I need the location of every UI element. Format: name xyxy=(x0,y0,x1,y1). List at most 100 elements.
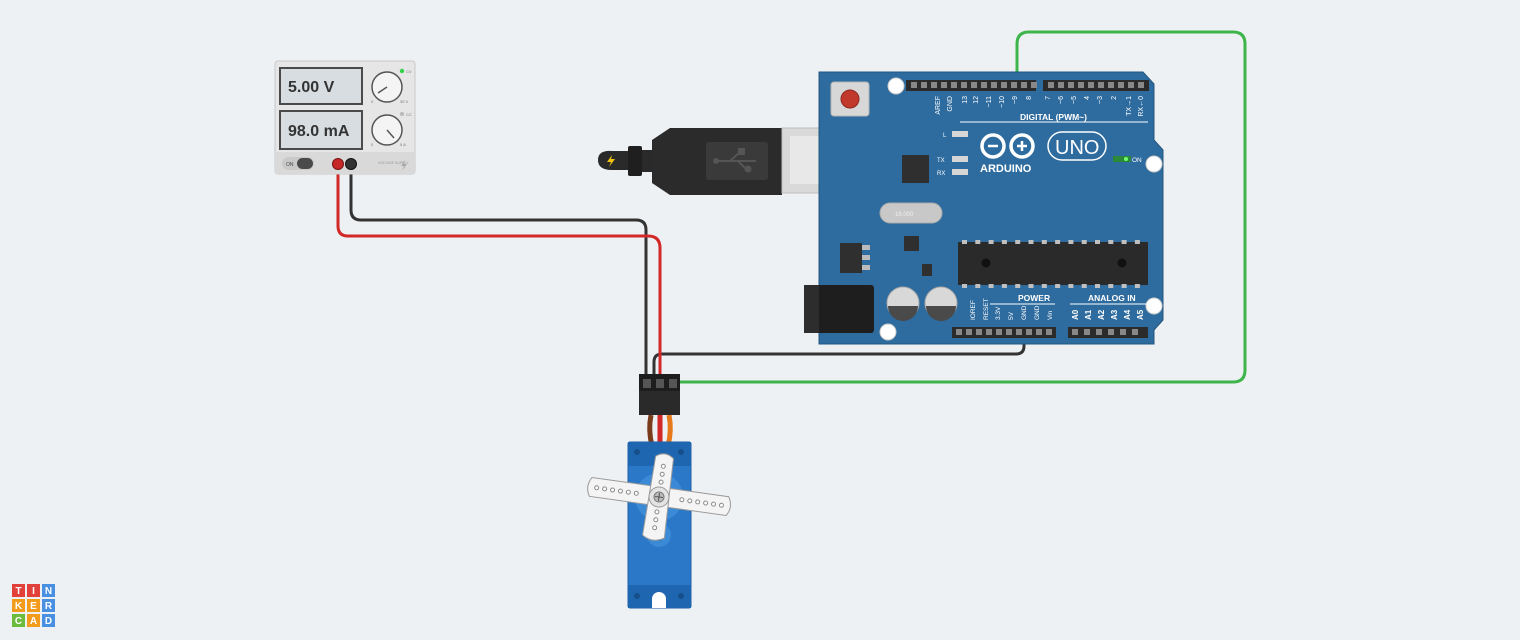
horn-hole xyxy=(610,487,616,493)
dc-power-jack[interactable] xyxy=(804,285,874,333)
header-pin[interactable] xyxy=(966,329,972,335)
analog-pin-label: A4 xyxy=(1123,309,1132,320)
header-pin[interactable] xyxy=(996,329,1002,335)
header-pin[interactable] xyxy=(1078,82,1084,88)
chip-pin xyxy=(1134,240,1140,244)
header-pin[interactable] xyxy=(951,82,957,88)
servo-motor[interactable] xyxy=(582,374,737,609)
horn-hole xyxy=(658,479,664,485)
header-pin[interactable] xyxy=(1031,82,1037,88)
header-pin[interactable] xyxy=(1108,82,1114,88)
header-pin[interactable] xyxy=(1058,82,1064,88)
header-pin[interactable] xyxy=(1021,82,1027,88)
header-pin[interactable] xyxy=(1048,82,1054,88)
header-pin[interactable] xyxy=(1096,329,1102,335)
led-label-rx: RX xyxy=(937,171,945,177)
digital-pin-label: AREF xyxy=(935,96,942,115)
header-pin[interactable] xyxy=(1046,329,1052,335)
wire-green-signal[interactable] xyxy=(672,30,1247,384)
header-pin[interactable] xyxy=(961,82,967,88)
positive-terminal[interactable] xyxy=(332,158,344,170)
chip-pin xyxy=(1055,240,1061,244)
power-pin-label: RESET xyxy=(983,298,990,320)
small-chip xyxy=(904,236,919,251)
current-knob-max: 5 A xyxy=(400,142,406,147)
header-pin[interactable] xyxy=(1138,82,1144,88)
horn-hole xyxy=(594,485,600,491)
chip-pin xyxy=(1041,284,1047,288)
digital-pin-label: GND xyxy=(947,96,954,112)
header-pin[interactable] xyxy=(1108,329,1114,335)
wire-red-supply[interactable] xyxy=(336,164,662,382)
uno-label: UNO xyxy=(1055,137,1099,159)
horn-hole xyxy=(687,498,693,504)
header-pin[interactable] xyxy=(956,329,962,335)
power-pin-label: IOREF xyxy=(970,300,977,320)
horn-hole xyxy=(703,500,709,506)
header-pin[interactable] xyxy=(986,329,992,335)
chip-pin xyxy=(1068,284,1074,288)
on-label: ON xyxy=(1132,157,1142,164)
header-pin[interactable] xyxy=(1128,82,1134,88)
header-pin[interactable] xyxy=(1088,82,1094,88)
servo-horn[interactable] xyxy=(582,444,737,550)
logo-letter: I xyxy=(32,586,35,597)
crystal-label: 16.000 xyxy=(895,212,914,218)
logo-letter: K xyxy=(15,601,23,612)
header-pin[interactable] xyxy=(981,82,987,88)
cv-indicator xyxy=(399,68,405,74)
chip-pin xyxy=(1095,240,1100,244)
header-pin[interactable] xyxy=(1120,329,1126,335)
digital-pin-label: ~3 xyxy=(1097,96,1104,104)
header-pin[interactable] xyxy=(976,329,982,335)
led-label-l: L xyxy=(943,133,947,139)
chip-pin xyxy=(1015,284,1021,288)
chip-pin xyxy=(975,284,981,288)
header-pin[interactable] xyxy=(931,82,937,88)
digital-header-right[interactable] xyxy=(1043,80,1149,91)
header-pin[interactable] xyxy=(1016,329,1022,335)
horn-hole xyxy=(711,501,717,507)
voltage-display xyxy=(279,67,363,105)
chip-pin xyxy=(962,284,967,288)
chip-pin xyxy=(1001,240,1007,244)
digital-pin-label: ~10 xyxy=(999,96,1006,108)
header-pin[interactable] xyxy=(991,82,997,88)
power-header[interactable] xyxy=(952,327,1056,338)
supply-output-label: VOLTAGE SUPPLY xyxy=(378,161,409,165)
logo-tile xyxy=(42,599,55,612)
usb-icon xyxy=(713,148,756,173)
header-pin[interactable] xyxy=(1036,329,1042,335)
logo-letter: R xyxy=(45,601,53,612)
horn-hole xyxy=(659,471,665,477)
arduino-brand: ARDUINO xyxy=(980,163,1032,175)
header-pin[interactable] xyxy=(1072,329,1078,335)
chip-pin xyxy=(962,240,967,244)
analog-section-label: ANALOG IN xyxy=(1088,293,1136,303)
header-pin[interactable] xyxy=(1118,82,1124,88)
usb-chip xyxy=(902,155,929,183)
header-pin[interactable] xyxy=(1132,329,1138,335)
horn-hole xyxy=(625,489,631,495)
wire-black-gnd-arduino[interactable] xyxy=(652,330,1026,382)
header-pin[interactable] xyxy=(1026,329,1032,335)
header-pin[interactable] xyxy=(941,82,947,88)
header-pin[interactable] xyxy=(921,82,927,88)
header-pin[interactable] xyxy=(1068,82,1074,88)
logo-letter: C xyxy=(15,616,22,627)
chip-pin xyxy=(1121,240,1127,244)
power-supply[interactable]: 5.00 V 98.0 mA CV CC 0 30 V 0 5 A ON VOL… xyxy=(274,60,416,175)
negative-terminal[interactable] xyxy=(345,158,357,170)
header-pin[interactable] xyxy=(1006,329,1012,335)
header-pin[interactable] xyxy=(911,82,917,88)
header-pin[interactable] xyxy=(1098,82,1104,88)
header-pin[interactable] xyxy=(1011,82,1017,88)
header-pin[interactable] xyxy=(1084,329,1090,335)
header-pin[interactable] xyxy=(1001,82,1007,88)
horn-hole xyxy=(718,502,724,508)
chip-pin xyxy=(1041,240,1047,244)
header-pin[interactable] xyxy=(971,82,977,88)
wire-black-supply[interactable] xyxy=(349,164,648,382)
